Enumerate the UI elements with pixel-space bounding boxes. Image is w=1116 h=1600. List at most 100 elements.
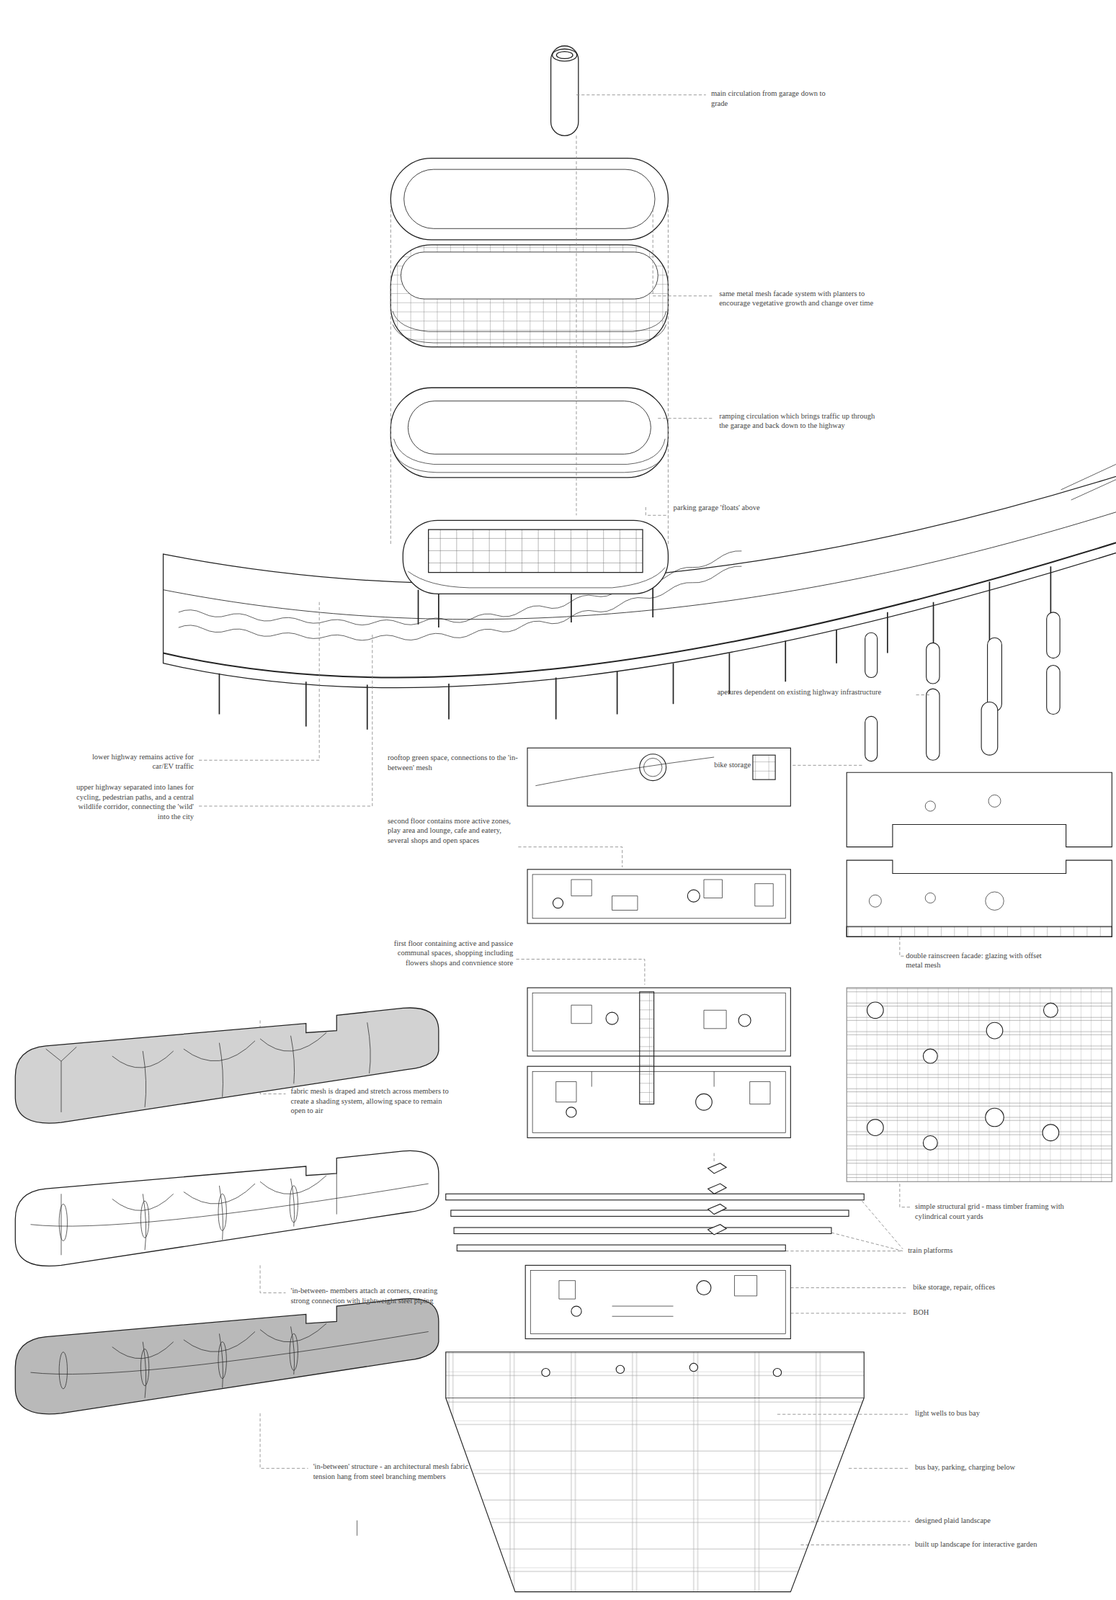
- ground-plans: [559, 1275, 758, 1318]
- ground-plans: [696, 1280, 712, 1296]
- leader-lines: [713, 1153, 715, 1164]
- garage-stack: [552, 48, 578, 62]
- annotation-label: bike storage: [713, 760, 776, 771]
- floor-plans: [986, 1022, 1003, 1039]
- aperture-cylinders: [865, 632, 878, 678]
- garage-stack: [392, 311, 666, 343]
- garage-stack: [551, 46, 579, 137]
- floor-plans: [752, 755, 776, 780]
- ground-plans: [445, 1397, 865, 1399]
- floating-garage: [402, 520, 668, 594]
- garage-stack: [390, 46, 668, 478]
- floor-plans: [532, 874, 786, 919]
- leader-lines: [260, 1265, 286, 1293]
- aperture-cylinders: [926, 642, 940, 684]
- ground-plans: [689, 1363, 698, 1372]
- floor-plans: [1042, 1124, 1060, 1142]
- floor-plans: [527, 987, 791, 1057]
- leader-lines: [515, 958, 645, 985]
- annotation-label: second floor contains more active zones,…: [387, 816, 519, 846]
- in-between-structure: [289, 1333, 298, 1371]
- floor-plans: [687, 889, 700, 903]
- annotation-label: fabric mesh is draped and stretch across…: [291, 1086, 455, 1116]
- annotation-label: first floor containing active and passic…: [380, 938, 513, 969]
- in-between-structure: [15, 1150, 439, 1266]
- floor-plans: [985, 891, 1004, 910]
- floor-plans: [922, 1048, 938, 1064]
- floor-plans: [527, 747, 791, 807]
- ground-plans: [541, 1368, 550, 1377]
- train-platforms: [456, 1244, 786, 1251]
- leader-lines: [260, 1413, 309, 1469]
- floor-plans: [846, 926, 1112, 937]
- train-platforms: [445, 1163, 865, 1252]
- leader-lines: [198, 602, 320, 761]
- annotation-label: BOH: [912, 1307, 975, 1318]
- annotation-label: lower highway remains active for car/EV …: [71, 752, 194, 772]
- ground-plans: [773, 1368, 781, 1377]
- annotation-label: double rainscreen facade: glazing with o…: [905, 951, 1059, 971]
- train-platforms: [453, 1227, 832, 1234]
- annotation-label: 'in-between- members attach at corners, …: [291, 1286, 444, 1306]
- aperture-cylinders: [987, 637, 1003, 712]
- floor-plans: [532, 992, 786, 1052]
- floor-plans: [868, 894, 882, 908]
- ground-plans: [615, 1365, 624, 1374]
- in-between-structure: [30, 1323, 428, 1398]
- garage-stack: [404, 169, 655, 229]
- aperture-cylinders: [865, 716, 878, 761]
- leader-lines: [899, 1183, 912, 1208]
- annotation-label: bus bay, parking, charging below: [914, 1462, 1089, 1473]
- in-between-structure: [15, 1298, 439, 1415]
- floating-garage: [407, 567, 665, 588]
- aperture-cylinders: [981, 702, 998, 756]
- train-platforms: [451, 1210, 849, 1217]
- in-between-structure: [30, 1173, 428, 1256]
- annotation-label: apetures dependent on existing highway i…: [716, 687, 891, 698]
- annotation-label: parking garage 'floats' above: [672, 502, 826, 513]
- in-between-structure: [15, 1298, 439, 1415]
- annotation-label: rooftop green space, connections to the …: [387, 752, 523, 773]
- highway: [1061, 463, 1116, 501]
- annotation-label: main circulation from garage down to gra…: [711, 88, 829, 109]
- floor-plans: [925, 801, 936, 812]
- floor-plans: [695, 1093, 713, 1111]
- annotation-label: simple structural grid - mass timber fra…: [914, 1201, 1089, 1222]
- garage-stack: [394, 438, 666, 473]
- in-between-structure: [59, 1203, 68, 1241]
- ground-plans: [571, 1306, 582, 1317]
- floor-plans: [1043, 1002, 1058, 1018]
- ground-plans: [445, 1352, 865, 1593]
- floating-garage: [402, 520, 668, 628]
- alignment-lines: [575, 135, 577, 516]
- in-between-structure: [15, 1007, 439, 1124]
- annotation-label: upper highway separated into lanes for c…: [71, 782, 194, 823]
- ground-plans: [530, 1270, 786, 1334]
- highway: [163, 510, 1116, 619]
- alignment-lines: [652, 208, 714, 296]
- floor-plans: [639, 992, 655, 1105]
- ground-plans: [525, 1265, 791, 1339]
- floor-plans: [566, 1107, 577, 1118]
- floor-plans: [846, 860, 1112, 937]
- floor-plans: [985, 1108, 1004, 1127]
- floating-garage: [428, 529, 643, 573]
- aperture-cylinders: [1046, 665, 1060, 715]
- annotation-label: ramping circulation which brings traffic…: [719, 411, 883, 431]
- annotation-label: light wells to bus bay: [914, 1408, 1068, 1419]
- alignment-lines: [390, 203, 392, 547]
- in-between-structure: [15, 1007, 439, 1415]
- annotation-label: 'in-between' structure - an architectura…: [313, 1461, 477, 1482]
- leader-lines: [198, 634, 373, 807]
- aperture-cylinders: [926, 688, 940, 761]
- ground-plans: [356, 1520, 358, 1537]
- alignment-lines: [657, 417, 714, 419]
- leader-lines: [518, 847, 622, 868]
- floor-plans: [552, 897, 563, 908]
- annotation-label: bike storage, repair, offices: [912, 1282, 1066, 1293]
- floor-plans: [527, 747, 1112, 1182]
- alignment-lines: [576, 94, 707, 96]
- floor-plans: [846, 987, 1112, 1182]
- floor-plans: [867, 1119, 885, 1137]
